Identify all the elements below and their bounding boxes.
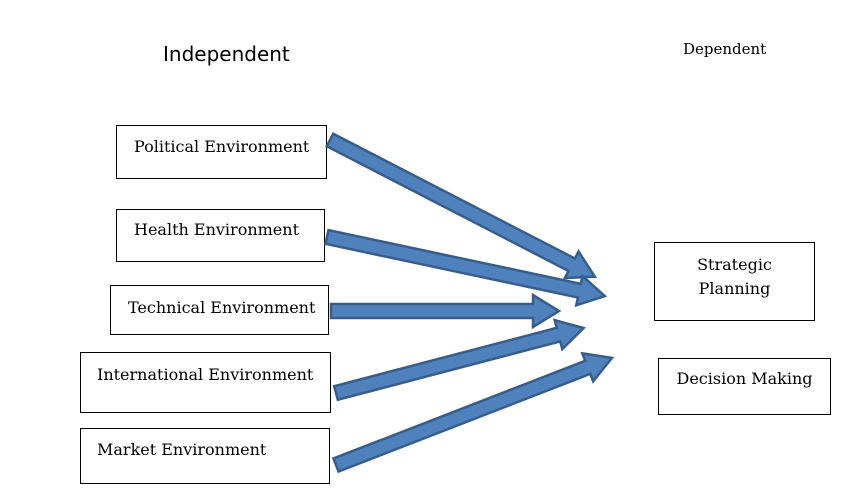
arrow-political-to-planning	[325, 132, 598, 280]
arrow-technical-to-planning	[329, 292, 562, 330]
technical-environment-label: Technical Environment	[128, 298, 316, 317]
political-environment-label: Political Environment	[134, 137, 310, 156]
strategic-planning-box: Strategic Planning	[654, 242, 815, 321]
health-environment-box: Health Environment	[116, 209, 325, 262]
technical-environment-box: Technical Environment	[110, 285, 329, 335]
dependent-heading: Dependent	[683, 40, 767, 58]
health-environment-label: Health Environment	[134, 220, 299, 239]
international-environment-label: International Environment	[97, 365, 314, 384]
independent-heading: Independent	[163, 42, 290, 66]
market-environment-box: Market Environment	[80, 428, 330, 484]
strategic-planning-label: Strategic Planning	[697, 255, 772, 298]
market-environment-label: Market Environment	[97, 440, 267, 459]
arrow-market-to-decision	[331, 351, 615, 474]
decision-making-label: Decision Making	[676, 369, 813, 388]
decision-making-box: Decision Making	[658, 358, 831, 415]
arrow-health-to-planning	[324, 228, 608, 308]
arrow-international-to-planning	[332, 318, 587, 402]
political-environment-box: Political Environment	[116, 125, 327, 179]
international-environment-box: International Environment	[80, 352, 331, 413]
